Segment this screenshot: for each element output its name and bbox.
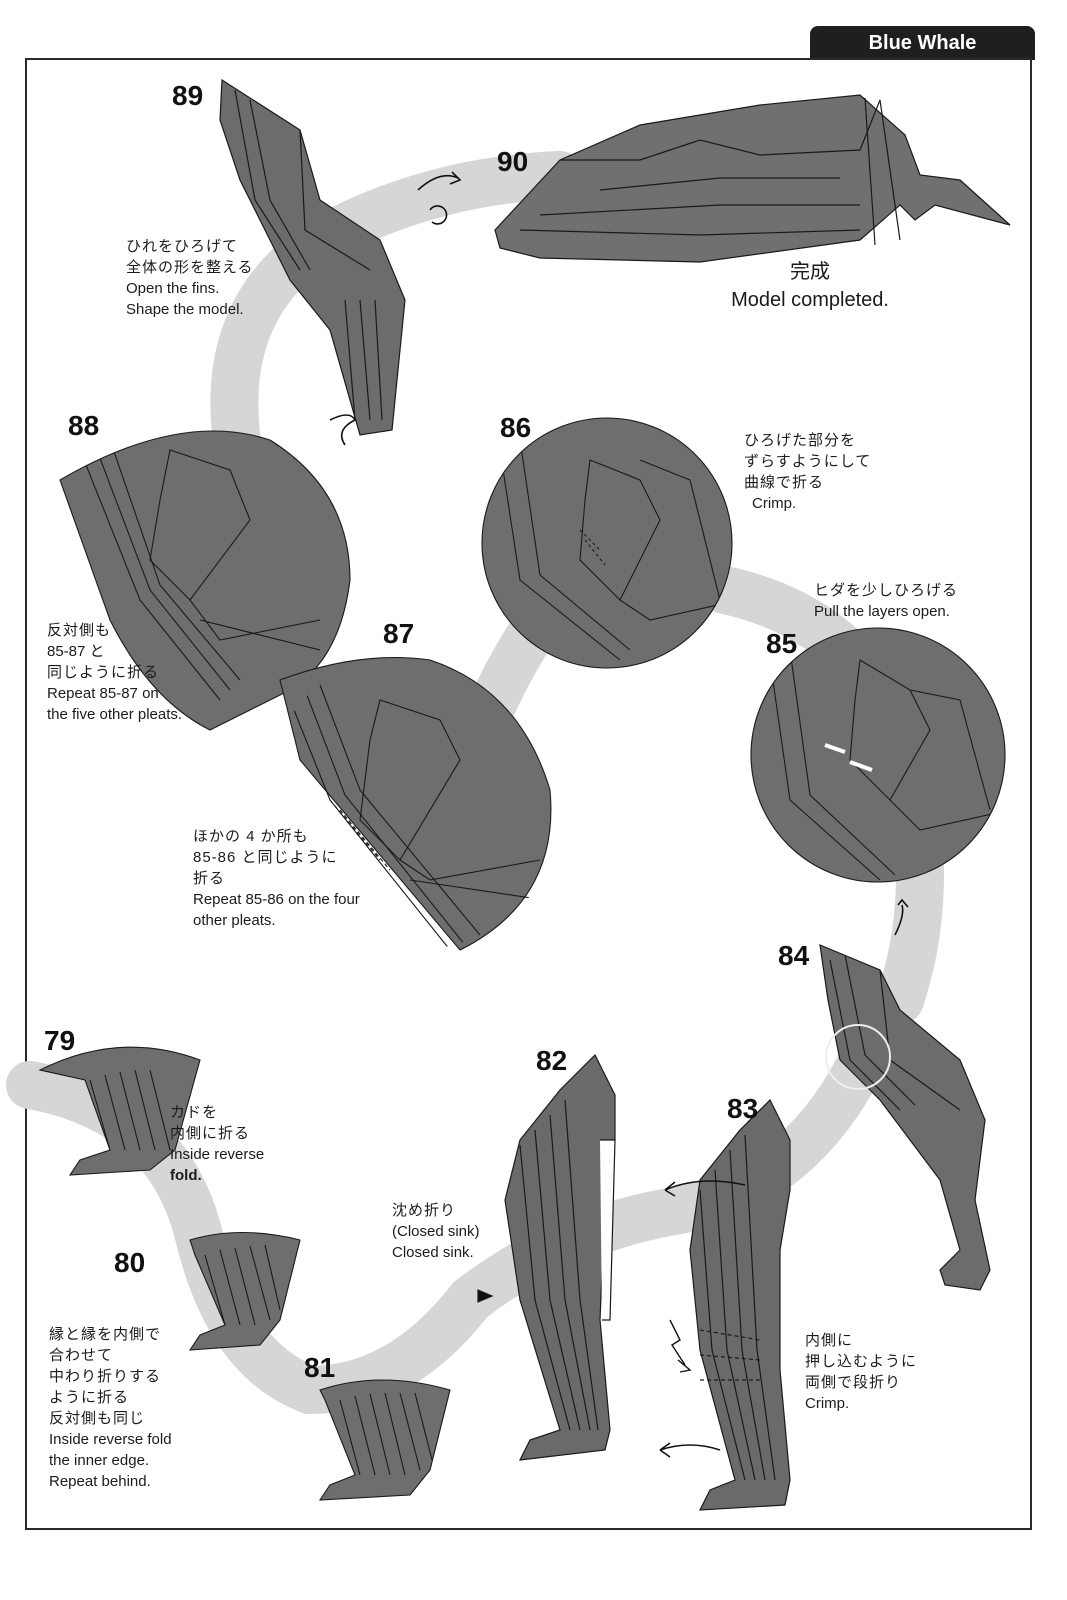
- note-step82-ja: 沈め折り: [392, 1202, 457, 1219]
- step89-figure: [219, 78, 406, 436]
- note-step86-en: Crimp.: [752, 495, 797, 512]
- step-number-80: 80: [114, 1247, 146, 1278]
- note-step83-ja1: 内側に: [805, 1332, 854, 1349]
- step86-detail: [481, 417, 733, 669]
- note-step80-ja2: 合わせて: [49, 1347, 114, 1364]
- note-step80-en3: Repeat behind.: [49, 1473, 151, 1490]
- step89-arrows: [329, 171, 462, 446]
- step-number-82: 82: [536, 1045, 568, 1076]
- note-step83: 内側に 押し込むように 両側で段折り Crimp.: [805, 1330, 917, 1414]
- step80-detail: [188, 1232, 301, 1351]
- note-step88-ja1: 反対側も: [47, 622, 112, 639]
- note-step87-ja1: ほかの 4 か所も: [193, 828, 309, 845]
- note-step79-en2: fold.: [170, 1167, 202, 1184]
- note-step82-ja2: (Closed sink): [392, 1223, 480, 1240]
- step87-detail: [279, 656, 552, 951]
- note-step89: ひれをひろげて 全体の形を整える Open the fins. Shape th…: [126, 236, 254, 320]
- step-number-79: 79: [44, 1025, 76, 1056]
- step-number-90: 90: [497, 146, 529, 177]
- note-step83-ja2: 押し込むように: [805, 1353, 918, 1370]
- note-step88: 反対側も 85-87 と 同じように折る Repeat 85-87 on the…: [47, 620, 182, 725]
- note-step80-ja1: 縁と縁を内側で: [49, 1326, 162, 1343]
- note-step80-en2: the inner edge.: [49, 1452, 150, 1469]
- step-number-83: 83: [727, 1093, 759, 1124]
- note-step85: ヒダを少しひろげる Pull the layers open.: [814, 580, 958, 622]
- step85-detail: [750, 627, 1006, 883]
- note-step85-ja: ヒダを少しひろげる: [814, 582, 959, 599]
- note-step80: 縁と縁を内側で 合わせて 中わり折りする ように折る 反対側も同じ Inside…: [49, 1324, 172, 1492]
- note-step86-ja1: ひろげた部分を: [744, 432, 857, 449]
- step-number-87: 87: [383, 618, 415, 649]
- step83-figure: [659, 1098, 791, 1511]
- note-step88-ja3: 同じように折る: [47, 664, 160, 681]
- note-step79-ja1: カドを: [170, 1104, 219, 1121]
- note-step82: 沈め折り (Closed sink) Closed sink.: [392, 1200, 480, 1263]
- note-step90-ja: 完成: [790, 261, 830, 283]
- step84-figure: [819, 898, 991, 1291]
- header-title-tab: Blue Whale: [810, 26, 1035, 60]
- step-number-81: 81: [304, 1352, 336, 1383]
- step-number-84: 84: [778, 940, 810, 971]
- note-step83-en: Crimp.: [805, 1395, 850, 1412]
- note-step82-en: Closed sink.: [392, 1244, 474, 1261]
- note-step90-en: Model completed.: [731, 289, 889, 311]
- page-frame: [25, 58, 1032, 1530]
- note-step87-ja3: 折る: [193, 870, 226, 887]
- note-step88-ja2: 85-87 と: [47, 643, 105, 660]
- note-step80-en1: Inside reverse fold: [49, 1431, 172, 1448]
- note-step88-en1: Repeat 85-87 on: [47, 685, 159, 702]
- note-step80-ja3: 中わり折りする: [49, 1368, 162, 1385]
- note-step89-ja2: 全体の形を整える: [126, 259, 254, 276]
- note-step89-ja1: ひれをひろげて: [126, 238, 239, 255]
- note-step87-en1: Repeat 85-86 on the four: [193, 891, 360, 908]
- step-number-86: 86: [500, 412, 532, 443]
- note-step88-en2: the five other pleats.: [47, 706, 183, 723]
- note-step87: ほかの 4 か所も 85-86 と同じように 折る Repeat 85-86 o…: [193, 826, 360, 931]
- note-step90: 完成 Model completed.: [710, 258, 910, 314]
- step-number-89: 89: [172, 80, 204, 111]
- note-step86-ja2: ずらすようにして: [744, 453, 872, 470]
- note-step79-en1: Inside reverse: [170, 1146, 265, 1163]
- step79-detail: [38, 1046, 201, 1176]
- step88-detail: [59, 430, 351, 731]
- note-step79-ja2: 内側に折る: [170, 1125, 251, 1142]
- note-step79: カドを 内側に折る Inside reverse fold.: [170, 1102, 264, 1186]
- note-step80-ja5: 反対側も同じ: [49, 1410, 146, 1427]
- step-number-88: 88: [68, 410, 100, 441]
- note-step87-ja2: 85-86 と同じように: [193, 849, 338, 866]
- note-step86-ja3: 曲線で折る: [744, 474, 825, 491]
- whale-completed-figure: [494, 94, 1011, 263]
- note-step89-en2: Shape the model.: [126, 301, 244, 318]
- step81-detail: [318, 1379, 451, 1501]
- note-step87-en2: other pleats.: [193, 912, 276, 929]
- step82-figure: [477, 1053, 616, 1461]
- note-step89-en1: Open the fins.: [126, 280, 220, 297]
- note-step83-ja3: 両側で段折り: [805, 1374, 902, 1391]
- note-step85-en: Pull the layers open.: [814, 603, 950, 620]
- step-number-85: 85: [766, 628, 798, 659]
- note-step80-ja4: ように折る: [49, 1389, 130, 1406]
- note-step86: ひろげた部分を ずらすようにして 曲線で折る Crimp.: [744, 430, 871, 514]
